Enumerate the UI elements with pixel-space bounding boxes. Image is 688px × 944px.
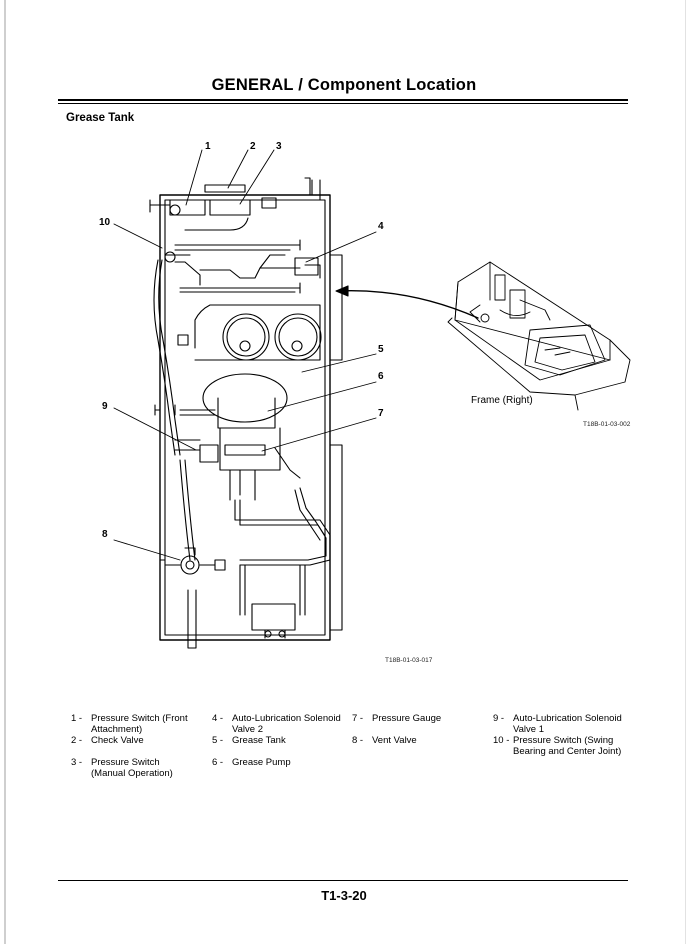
page-edge-right xyxy=(685,0,686,944)
callout-2: 2 xyxy=(250,141,256,152)
main-figure-code: T18B-01-03-017 xyxy=(385,657,433,664)
legend-column-4: 9 - Auto-Lubrication Solenoid Valve 1 10… xyxy=(493,713,625,768)
tank-frame xyxy=(154,177,343,641)
inset-label: Frame (Right) xyxy=(471,395,533,406)
inset-machine-sketch xyxy=(447,261,631,411)
callout-8: 8 xyxy=(102,529,108,540)
legend-item: 9 - Auto-Lubrication Solenoid Valve 1 xyxy=(493,713,625,735)
legend-text: Auto-Lubrication Solenoid Valve 2 xyxy=(232,713,341,735)
legend-text: Check Valve xyxy=(91,735,144,746)
legend-number: 1 - xyxy=(71,713,83,724)
upper-piping xyxy=(149,184,321,294)
legend-number: 2 - xyxy=(71,735,83,746)
legend-text: Grease Tank xyxy=(232,735,286,746)
legend-item: 7 - Pressure Gauge xyxy=(352,713,484,724)
legend-text: Pressure Switch (Front Attachment) xyxy=(91,713,188,735)
legend-column-3: 7 - Pressure Gauge 8 - Vent Valve xyxy=(352,713,484,757)
legend-item: 2 - Check Valve xyxy=(71,735,203,746)
legend-number: 3 - xyxy=(71,757,83,768)
inset-figure-code: T18B-01-03-002 xyxy=(583,421,631,428)
legend-column-2: 4 - Auto-Lubrication Solenoid Valve 2 5 … xyxy=(212,713,344,779)
legend-number: 5 - xyxy=(212,735,224,746)
callout-1: 1 xyxy=(205,141,211,152)
legend-number: 7 - xyxy=(352,713,364,724)
grease-tank-diagram xyxy=(113,149,631,649)
callout-6: 6 xyxy=(378,371,384,382)
legend-item: 10 - Pressure Switch (Swing Bearing and … xyxy=(493,735,625,757)
legend-text: Pressure Gauge xyxy=(372,713,442,724)
hoses xyxy=(153,259,331,649)
legend-number: 8 - xyxy=(352,735,364,746)
footer-rule xyxy=(58,880,628,881)
legend-text: Pressure Switch (Manual Operation) xyxy=(91,757,173,779)
legend-item: 1 - Pressure Switch (Front Attachment) xyxy=(71,713,203,735)
legend-item: 4 - Auto-Lubrication Solenoid Valve 2 xyxy=(212,713,344,735)
legend-number: 9 - xyxy=(493,713,505,724)
callout-7: 7 xyxy=(378,408,384,419)
legend-number: 4 - xyxy=(212,713,224,724)
bottom-solenoid xyxy=(251,603,296,639)
callout-3: 3 xyxy=(276,141,282,152)
page-edge-left xyxy=(4,0,6,944)
legend-item: 5 - Grease Tank xyxy=(212,735,344,746)
legend-text: Vent Valve xyxy=(372,735,417,746)
legend-column-1: 1 - Pressure Switch (Front Attachment) 2… xyxy=(71,713,203,790)
legend-text: Pressure Switch (Swing Bearing and Cente… xyxy=(513,735,622,757)
pressure-gauges xyxy=(194,304,322,361)
legend-number: 10 - xyxy=(493,735,510,746)
legend-number: 6 - xyxy=(212,757,224,768)
grease-pump-body xyxy=(199,373,301,501)
header-rule xyxy=(58,99,628,101)
vent-valve xyxy=(164,547,226,575)
callout-5: 5 xyxy=(378,344,384,355)
inset-arrow xyxy=(335,285,479,319)
page-number: T1-3-20 xyxy=(321,888,367,903)
section-heading: Grease Tank xyxy=(66,112,135,124)
legend-text: Auto-Lubrication Solenoid Valve 1 xyxy=(513,713,622,735)
header-rule-thin xyxy=(58,103,628,104)
page-title: GENERAL / Component Location xyxy=(211,76,477,94)
callout-9: 9 xyxy=(102,401,108,412)
callout-10: 10 xyxy=(99,217,111,228)
legend-item: 6 - Grease Pump xyxy=(212,757,344,768)
callout-4: 4 xyxy=(378,221,384,232)
legend-item: 3 - Pressure Switch (Manual Operation) xyxy=(71,757,203,779)
legend-item: 8 - Vent Valve xyxy=(352,735,484,746)
leader-lines xyxy=(113,149,377,561)
legend-text: Grease Pump xyxy=(232,757,291,768)
